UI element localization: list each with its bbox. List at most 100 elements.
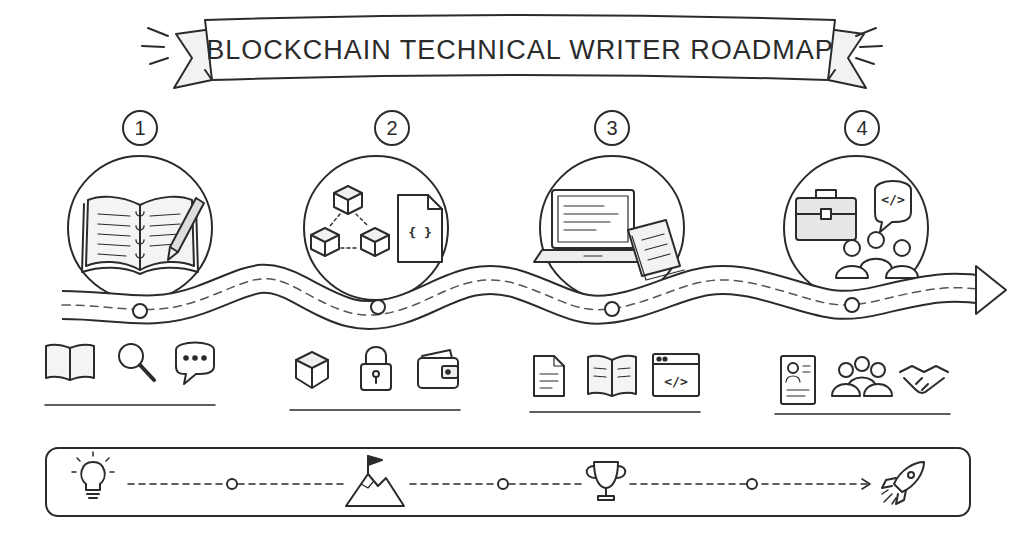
lightbulb-icon-part — [87, 494, 99, 498]
timeline-dashes-part — [227, 479, 237, 489]
step2-icons-part — [446, 370, 450, 374]
people-icon-part — [844, 240, 860, 256]
timeline-box-part — [46, 448, 970, 516]
step4-icons-part — [839, 363, 853, 377]
people-icon-part — [836, 266, 868, 278]
step1-icons-part — [46, 345, 94, 380]
speech-bubble-icon-part — [875, 181, 911, 232]
title-banner-part — [205, 70, 835, 80]
blocks-icon-part — [334, 186, 362, 200]
pen-icon-part — [168, 247, 178, 260]
trophy-icon-part — [594, 462, 618, 488]
step2-icons-part — [422, 350, 452, 358]
step4-icons-part — [871, 363, 885, 377]
winding-road-part — [62, 279, 985, 315]
timeline-box — [46, 448, 970, 516]
mountain-flag-icon — [346, 456, 404, 506]
step1-icons-part — [45, 404, 215, 406]
milestone-dots-part — [133, 304, 147, 318]
step3-icons-part — [663, 357, 666, 360]
step-number-circle: 4 — [844, 110, 880, 146]
rocket-icon-part — [882, 490, 896, 504]
title-banner — [174, 15, 866, 88]
briefcase-icon-part — [816, 190, 836, 198]
notebook-icon-part — [86, 197, 140, 270]
mountain-flag-icon-part — [368, 456, 382, 465]
step-circles-part — [304, 156, 448, 300]
winding-road-part — [62, 279, 985, 315]
diagram-title: BLOCKCHAIN TECHNICAL WRITER ROADMAP — [205, 30, 835, 70]
mountain-flag-icon-part — [346, 474, 404, 506]
laptop-icon-part — [558, 196, 628, 242]
step2-icons-part — [290, 409, 460, 411]
step1-icons-part — [184, 356, 188, 360]
title-banner-part — [205, 15, 835, 80]
blocks-icon-part — [330, 214, 368, 248]
blocks-icon-part — [311, 235, 339, 256]
lightbulb-icon-part — [72, 452, 114, 472]
step3-icons-part — [530, 411, 700, 413]
mountain-flag-icon-part — [361, 482, 373, 488]
step-number: 2 — [386, 117, 397, 140]
step-number-circle: 1 — [122, 110, 158, 146]
step-circles-part — [784, 156, 928, 300]
winding-road — [62, 266, 1006, 315]
step-number: 3 — [606, 117, 617, 140]
rocket-icon-part — [882, 478, 906, 504]
code-tag-symbol: </> — [881, 192, 904, 207]
people-icon-part — [868, 232, 884, 248]
timeline-dashes-part — [498, 479, 508, 489]
step3-icons-part — [653, 363, 699, 365]
sparkle-marks-part — [142, 28, 168, 64]
step4-icons-part — [855, 357, 869, 371]
briefcase-icon-part — [796, 198, 856, 240]
lightbulb-icon — [72, 452, 114, 498]
blocks-icon-part — [428, 195, 442, 209]
book-icon-part — [632, 234, 684, 280]
timeline-dashes-part — [862, 479, 870, 489]
pen-icon-part — [170, 198, 204, 252]
step4-icons-part — [900, 366, 948, 393]
blocks-icon-part — [311, 228, 339, 242]
step4-icons-part — [832, 384, 860, 396]
step4-icons-part — [788, 363, 798, 373]
step2-icons — [290, 347, 460, 410]
rocket-icon-part — [908, 472, 914, 478]
trophy-icon-part — [587, 466, 626, 478]
step2-icons-part — [366, 347, 386, 364]
step3-icons-part — [594, 368, 630, 377]
timeline-dashes-part — [747, 479, 757, 489]
step2-icons-part — [296, 352, 328, 368]
milestone-dots-part — [845, 298, 859, 312]
notebook-icon-part — [98, 214, 130, 256]
people-icon-part — [860, 259, 892, 270]
step3-icons-part — [534, 356, 564, 396]
speech-bubble-icon — [875, 181, 911, 232]
winding-road-part — [62, 279, 985, 315]
milestone-dots-part — [605, 302, 619, 316]
step1-icons-part — [193, 356, 197, 360]
step3-icons-part — [657, 357, 660, 360]
step1-icons-part — [202, 356, 206, 360]
step-circles-part — [68, 156, 212, 300]
winding-road-part — [976, 266, 1006, 314]
blocks-icon — [311, 186, 442, 262]
blocks-icon-part — [334, 193, 362, 214]
trophy-icon-part — [598, 488, 614, 500]
code-brace-symbol: { } — [408, 225, 431, 240]
step3-icons-part — [653, 354, 699, 396]
milestone-dots-part — [371, 300, 385, 314]
trophy-icon — [587, 462, 626, 500]
step2-icons-part — [442, 366, 458, 378]
step-number-circle: 2 — [374, 110, 410, 146]
timeline-dashes — [128, 479, 870, 489]
briefcase-icon — [796, 190, 856, 240]
step4-icons-part — [781, 356, 815, 404]
blocks-icon-part — [361, 235, 389, 256]
step4-icons-part — [775, 413, 950, 415]
step1-icons-part — [140, 365, 154, 380]
step-number: 4 — [856, 117, 867, 140]
laptop-icon-part — [584, 255, 602, 256]
